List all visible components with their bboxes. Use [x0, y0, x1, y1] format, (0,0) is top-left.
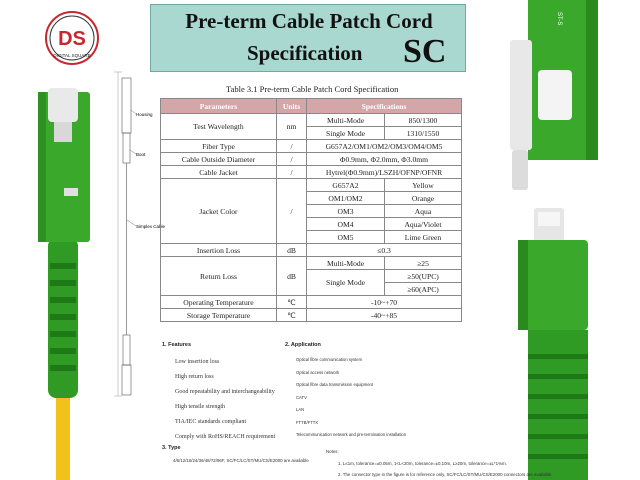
spec-subcell: Multi-Mode	[306, 256, 385, 270]
param-cell: Operating Temperature	[160, 295, 277, 309]
feature-item: Low insertion loss	[175, 359, 220, 365]
svg-text:ST-S: ST-S	[556, 12, 562, 25]
spec-value-cell: -40~+85	[306, 308, 462, 322]
unit-cell: dB	[276, 256, 307, 296]
connector-photo-bottom-right	[498, 204, 640, 480]
spec-value-cell: Yellow	[384, 178, 462, 192]
unit-cell: /	[276, 152, 307, 166]
title-line-1: Pre-term Cable Patch Cord	[185, 9, 433, 33]
diagram-label-boot: Boot	[136, 152, 146, 157]
param-cell: Return Loss	[160, 256, 277, 296]
feature-item: TIA/IEC standards compliant	[175, 419, 246, 425]
spec-subcell: Single Mode	[306, 269, 385, 296]
table-row: Insertion Loss dB ≤0.3	[160, 243, 462, 257]
note-item: 2. The connector type in the figure is f…	[338, 472, 553, 477]
logo-initials: DS	[58, 28, 86, 50]
table-row: Cable Jacket / Hytrel(Φ0.9mm)/LSZH/OFNP/…	[160, 165, 462, 179]
patch-cord-diagram: Housing Boot Simplex Cable	[114, 71, 166, 397]
spec-value-cell: ≤0.3	[306, 243, 462, 257]
unit-cell: ℃	[276, 308, 307, 322]
unit-cell: /	[276, 165, 307, 179]
header-units: Units	[276, 98, 307, 114]
spec-value-cell: ≥50(UPC)	[384, 269, 462, 283]
param-cell: Cable Jacket	[160, 165, 277, 179]
spec-subcell: OM5	[306, 230, 385, 244]
application-item: Optical fibre data transmission equipmen…	[296, 382, 374, 387]
unit-cell: dB	[276, 243, 307, 257]
type-heading: 3. Type	[162, 445, 181, 451]
spec-value-cell: ≥25	[384, 256, 462, 270]
unit-cell: /	[276, 178, 307, 244]
application-item: LAN	[296, 407, 305, 412]
specification-table: Parameters Units Specifications Test Wav…	[160, 98, 462, 322]
spec-value-cell: 850/1300	[384, 113, 462, 127]
title-line-2: Specification	[247, 41, 363, 65]
table-row: Single Mode ≥50(UPC)	[161, 269, 462, 296]
spec-value-cell: Φ0.9mm, Φ2.0mm, Φ3.0mm	[306, 152, 462, 166]
spec-subcell: Single Mode	[306, 126, 385, 140]
table-row: Cable Outside Diameter / Φ0.9mm, Φ2.0mm,…	[160, 152, 462, 166]
spec-value-cell: G657A2/OM1/OM2/OM3/OM4/OM5	[306, 139, 462, 153]
spec-value-cell: Aqua	[384, 204, 462, 218]
spec-value-cell: 1310/1550	[384, 126, 462, 140]
feature-item: High return loss	[175, 374, 214, 380]
spec-subcell: OM3	[306, 204, 385, 218]
application-item: Telecommunication network and pre-termin…	[296, 432, 407, 437]
header-parameters: Parameters	[160, 98, 277, 114]
note-item: 1. L≤1m, tolerance=±0.05m, 1<L<20m, tole…	[338, 461, 507, 466]
table-row: Operating Temperature ℃ -10~+70	[160, 295, 462, 309]
param-cell: Test Wavelength	[160, 113, 277, 140]
connector-photo-top-right: ST-S	[498, 0, 640, 200]
spec-value-cell: Orange	[384, 191, 462, 205]
title-banner: Pre-term Cable Patch Cord Specification …	[150, 4, 466, 72]
logo-text: DIGITAL SQUARE	[53, 53, 90, 58]
diagram-label-housing: Housing	[136, 112, 153, 117]
unit-cell: ℃	[276, 295, 307, 309]
feature-item: Comply with RoHS/REACH requirement	[175, 434, 276, 440]
application-item: Optical fibre communication system	[296, 357, 363, 362]
param-cell: Cable Outside Diameter	[160, 152, 277, 166]
application-item: FTTB/FTTX	[296, 420, 319, 425]
connector-photo-left	[38, 88, 90, 480]
features-heading: 1. Features	[162, 342, 192, 348]
table-caption: Table 3.1 Pre-term Cable Patch Cord Spec…	[226, 84, 399, 94]
brand-logo: DS DIGITAL SQUARE	[45, 11, 99, 65]
spec-value-cell: -10~+70	[306, 295, 462, 309]
param-cell: Jacket Color	[160, 178, 277, 244]
table-header-row: Parameters Units Specifications	[160, 98, 462, 114]
unit-cell: /	[276, 139, 307, 153]
param-cell: Storage Temperature	[160, 308, 277, 322]
unit-cell: nm	[276, 113, 307, 140]
spec-value-cell: ≥60(APC)	[384, 282, 462, 296]
notes-heading: Notes:	[326, 449, 339, 454]
table-row: Jacket Color / G657A2 Yellow	[160, 178, 462, 244]
feature-item: High tensile strength	[175, 404, 225, 410]
table-row: OM5 Lime Green	[161, 230, 462, 244]
spec-subcell: OM1/OM2	[306, 191, 385, 205]
table-row: OM4 Aqua/Violet	[161, 217, 462, 231]
type-value: 4/6/12/16/24/36/48/72/96F, SC/FC/LC/ST/M…	[173, 458, 309, 463]
feature-item: Good repeatability and interchangeabilit…	[175, 389, 275, 395]
spec-subcell: G657A2	[306, 178, 385, 192]
spec-value-cell: Aqua/Violet	[384, 217, 462, 231]
spec-value-cell: Lime Green	[384, 230, 462, 244]
diagram-label-cable: Simplex Cable	[136, 224, 166, 229]
table-row: Storage Temperature ℃ -40~+85	[160, 308, 462, 322]
table-row: Return Loss dB Multi-Mode ≥25	[160, 256, 462, 296]
application-item: CATV	[296, 395, 307, 400]
application-heading: 2. Application	[285, 342, 321, 348]
table-row: OM1/OM2 Orange	[161, 191, 462, 205]
spec-value-cell: Hytrel(Φ0.9mm)/LSZH/OFNP/OFNR	[306, 165, 462, 179]
application-item: Optical access network	[296, 370, 340, 375]
title-connector: SC	[403, 33, 447, 70]
param-cell: Fiber Type	[160, 139, 277, 153]
param-cell: Insertion Loss	[160, 243, 277, 257]
spec-subcell: Multi-Mode	[306, 113, 385, 127]
table-row: Fiber Type / G657A2/OM1/OM2/OM3/OM4/OM5	[160, 139, 462, 153]
table-row: Test Wavelength nm Multi-Mode 850/1300	[160, 113, 462, 140]
header-specifications: Specifications	[306, 98, 462, 114]
spec-subcell: OM4	[306, 217, 385, 231]
